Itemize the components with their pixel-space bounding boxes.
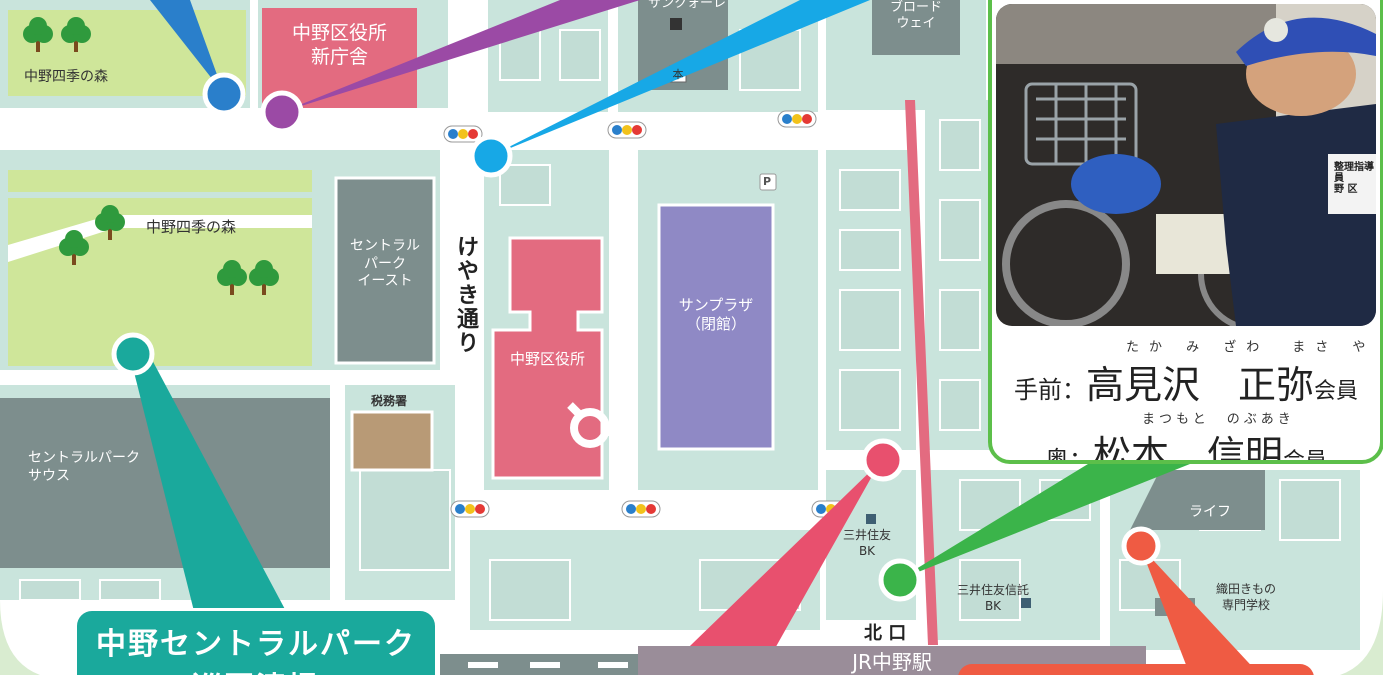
broadway-label: ブロード ウェイ <box>872 0 960 33</box>
pin-rose <box>861 438 905 482</box>
map-pins <box>111 72 1161 602</box>
parking-sign <box>759 173 777 191</box>
oda-line2: 専門学校 <box>1222 597 1271 612</box>
armband-line1: 整理指導員 <box>1334 162 1374 184</box>
callout-wedge-orange <box>1140 546 1260 675</box>
pink-street <box>905 100 938 645</box>
photo-illustration <box>996 4 1376 326</box>
pin-orange <box>1121 526 1161 566</box>
callout-wedge-blue <box>150 0 224 94</box>
row1-ruby: たか み ざわ まさ や <box>1126 340 1376 355</box>
sunplaza-line2: （閉館） <box>685 314 746 333</box>
row1-label: 手前： <box>1013 376 1086 404</box>
ward-office-new-line2: 新庁舎 <box>310 45 368 68</box>
smbc-label: 三井住友 BK <box>843 528 891 559</box>
tax-office-label: 税務署 <box>371 394 408 408</box>
ward-office-new-line1: 中野区役所 <box>291 22 387 44</box>
armband-text: 整理指導員 野 区 <box>1334 162 1374 195</box>
central-park-title-line2: 巡回清掃 <box>77 663 435 675</box>
oda-school-label: 織田きもの 専門学校 <box>1216 582 1276 613</box>
callout-wedge-cyan <box>491 0 870 156</box>
broadway-building <box>872 0 960 55</box>
smbc-marker <box>866 514 876 524</box>
keyaki-street-label: けやき通り <box>453 235 478 355</box>
member-photo-card: 整理指導員 野 区 たか み ざわ まさ や 手前：高見沢 正弥会員 まつもと … <box>988 0 1383 464</box>
oda-line1: 織田きもの <box>1216 582 1277 596</box>
central-south-line2: サウス <box>28 467 70 484</box>
central-park-title-box: 中野セントラルパーク 巡回清掃 <box>74 608 438 675</box>
central-park-title-line1: 中野セントラルパーク <box>96 627 416 662</box>
forest-top-label: 中野四季の森 <box>24 69 108 85</box>
pin-green <box>878 558 922 602</box>
sunplaza-line1: サンプラザ <box>678 296 754 314</box>
central-south-label: セントラルパーク サウス <box>28 450 140 485</box>
pin-teal <box>111 332 155 376</box>
sunquare-label: サンクォーレ <box>648 0 727 11</box>
central-east-line2: パーク <box>364 255 406 272</box>
sunplaza-building <box>657 203 775 451</box>
park-path <box>8 215 312 262</box>
central-east-line3: イースト <box>357 273 413 289</box>
member-row-1: 手前：高見沢 正弥会員 <box>992 354 1380 409</box>
member-row-2: 奥：松本 信明会員 <box>992 424 1380 464</box>
broadway-line1: ブロード <box>889 0 942 15</box>
member-photo: 整理指導員 野 区 <box>996 4 1376 326</box>
central-east-building <box>334 176 436 365</box>
callout-wedge-rose <box>660 462 880 675</box>
row2-ruby: まつもと のぶあき <box>1142 412 1295 427</box>
central-south-line1: セントラルパーク <box>28 450 140 466</box>
smtb-line2: BK <box>984 598 1002 613</box>
smtb-line1: 三井住友信託 <box>957 583 1030 597</box>
central-east-line1: セントラル <box>350 238 420 254</box>
callout-wedge-violet <box>282 0 640 112</box>
ward-office-label: 中野区役所 <box>509 350 585 368</box>
ward-office-new-label: 中野区役所 新庁舎 <box>262 22 417 70</box>
hon-label: 本 <box>672 68 684 81</box>
pin-violet <box>260 90 304 134</box>
life-building <box>1130 470 1265 530</box>
pin-blue <box>202 72 246 116</box>
callout-wedge-teal <box>130 356 320 675</box>
row2-name: 松本 信明 <box>1092 433 1283 464</box>
tax-office-building <box>350 410 434 472</box>
tree-icon <box>23 17 279 295</box>
pin-cyan <box>469 134 513 178</box>
life-label: ライフ <box>1189 504 1231 520</box>
sunplaza-label: サンプラザ （閉館） <box>659 296 773 334</box>
smtb-label: 三井住友信託 BK <box>957 583 1029 614</box>
row2-title: 会員 <box>1283 449 1328 464</box>
post-icon <box>670 18 682 30</box>
row2-label: 奥： <box>1044 446 1093 464</box>
central-east-label: セントラル パーク イースト <box>336 238 434 291</box>
smbc-line2: BK <box>858 543 876 558</box>
smbc-line1: 三井住友 <box>843 528 892 542</box>
north-exit-label: 北 口 <box>864 623 907 644</box>
row1-title: 会員 <box>1314 379 1359 404</box>
forest-mid-label: 中野四季の森 <box>146 218 237 236</box>
smtb-marker <box>1021 598 1031 608</box>
orange-callout-box <box>958 664 1314 675</box>
broadway-line2: ウェイ <box>896 16 936 32</box>
row1-name: 高見沢 正弥 <box>1085 363 1314 407</box>
armband-line2: 野 区 <box>1334 184 1358 195</box>
parking-label: P <box>763 175 772 188</box>
